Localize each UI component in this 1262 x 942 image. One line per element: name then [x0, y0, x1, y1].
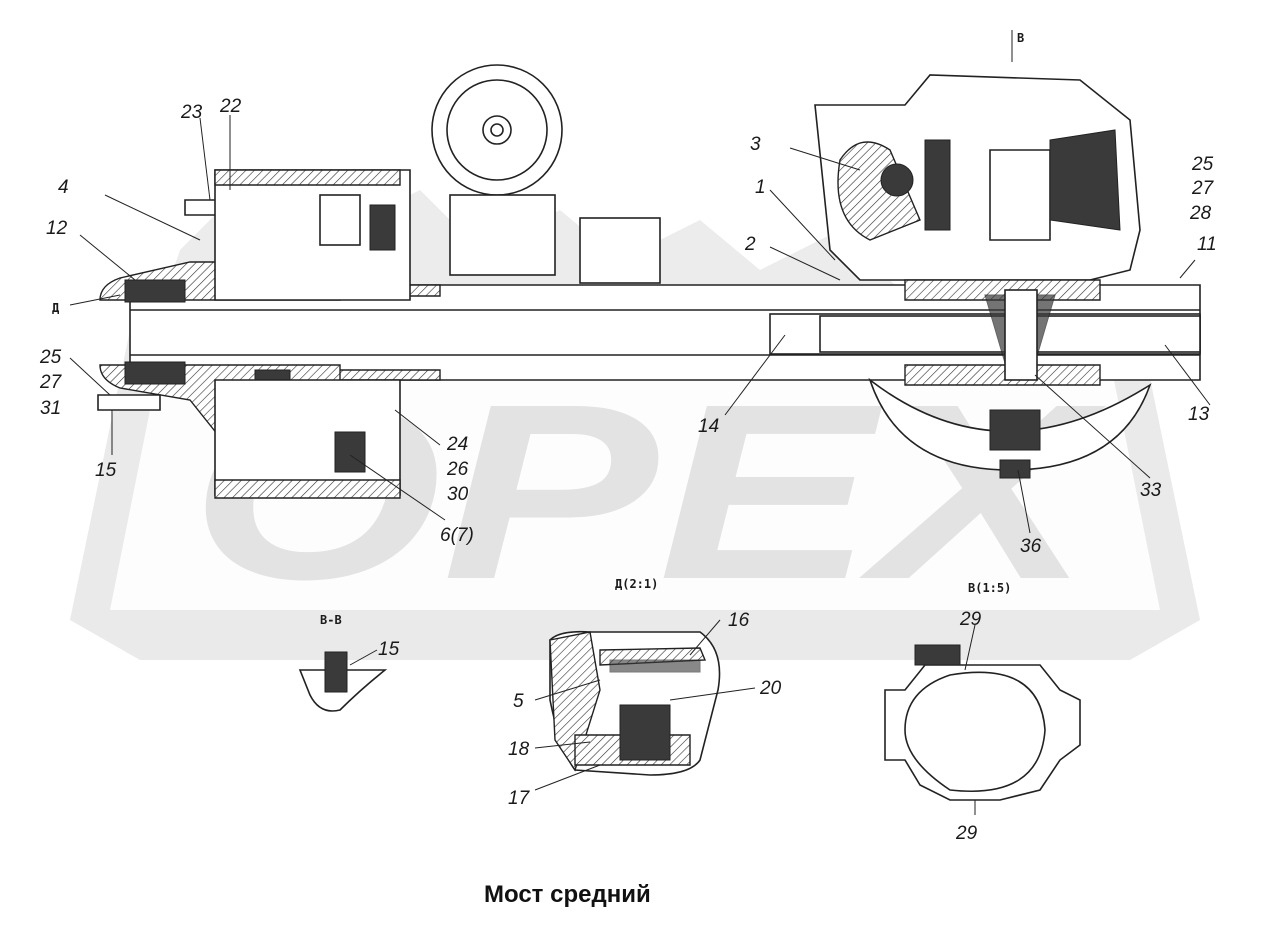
section-labels: Д В Д(2:1) В(1:5) В-В	[52, 31, 1024, 627]
callout-3: 3	[750, 134, 761, 155]
callout-18: 18	[508, 739, 530, 760]
view-title-d: Д(2:1)	[615, 577, 658, 591]
brake-chamber	[431, 64, 661, 284]
view-b	[884, 624, 1081, 815]
callout-14: 14	[698, 416, 719, 437]
callout-27-left: 27	[39, 372, 63, 393]
callout-13: 13	[1188, 404, 1210, 425]
callout-15-section: 15	[378, 639, 400, 660]
callout-31: 31	[40, 398, 61, 419]
callout-26: 26	[446, 459, 469, 480]
callout-20: 20	[759, 678, 782, 699]
callout-25-left: 25	[39, 347, 62, 368]
callout-17: 17	[508, 788, 531, 809]
callout-6-7: 6(7)	[440, 525, 474, 546]
section-mark-d: Д	[52, 301, 59, 315]
callout-36: 36	[1020, 536, 1042, 557]
callout-22: 22	[219, 96, 242, 117]
brake-drum	[214, 169, 411, 499]
callout-27-right: 27	[1191, 178, 1215, 199]
differential-housing	[814, 74, 1152, 479]
callout-5: 5	[513, 691, 524, 712]
view-arrow-b: В	[1017, 31, 1024, 45]
callout-30: 30	[447, 484, 469, 505]
callout-4: 4	[58, 177, 69, 198]
figure-caption: Мост средний	[484, 881, 651, 908]
callout-28: 28	[1189, 203, 1212, 224]
callouts: 23 22 4 12 25 27 31 15 24 26 30 6(7) 3 1…	[39, 96, 1217, 844]
callout-24: 24	[446, 434, 468, 455]
callout-2: 2	[744, 234, 756, 255]
callout-23: 23	[180, 102, 203, 123]
callout-12: 12	[46, 218, 68, 239]
section-bb	[298, 649, 388, 712]
section-title-bb: В-В	[320, 613, 342, 627]
leader-lines	[69, 30, 1211, 534]
callout-16: 16	[728, 610, 750, 631]
detail-d-seal	[534, 619, 756, 791]
callout-11: 11	[1197, 234, 1217, 255]
view-title-b: В(1:5)	[968, 581, 1011, 595]
callout-15-main: 15	[95, 460, 117, 481]
half-shaft	[769, 313, 1201, 355]
callout-29-bottom: 29	[955, 823, 978, 844]
callout-29-top: 29	[959, 609, 982, 630]
callout-33: 33	[1140, 480, 1162, 501]
callout-1: 1	[755, 177, 766, 198]
callout-25-right: 25	[1191, 154, 1214, 175]
